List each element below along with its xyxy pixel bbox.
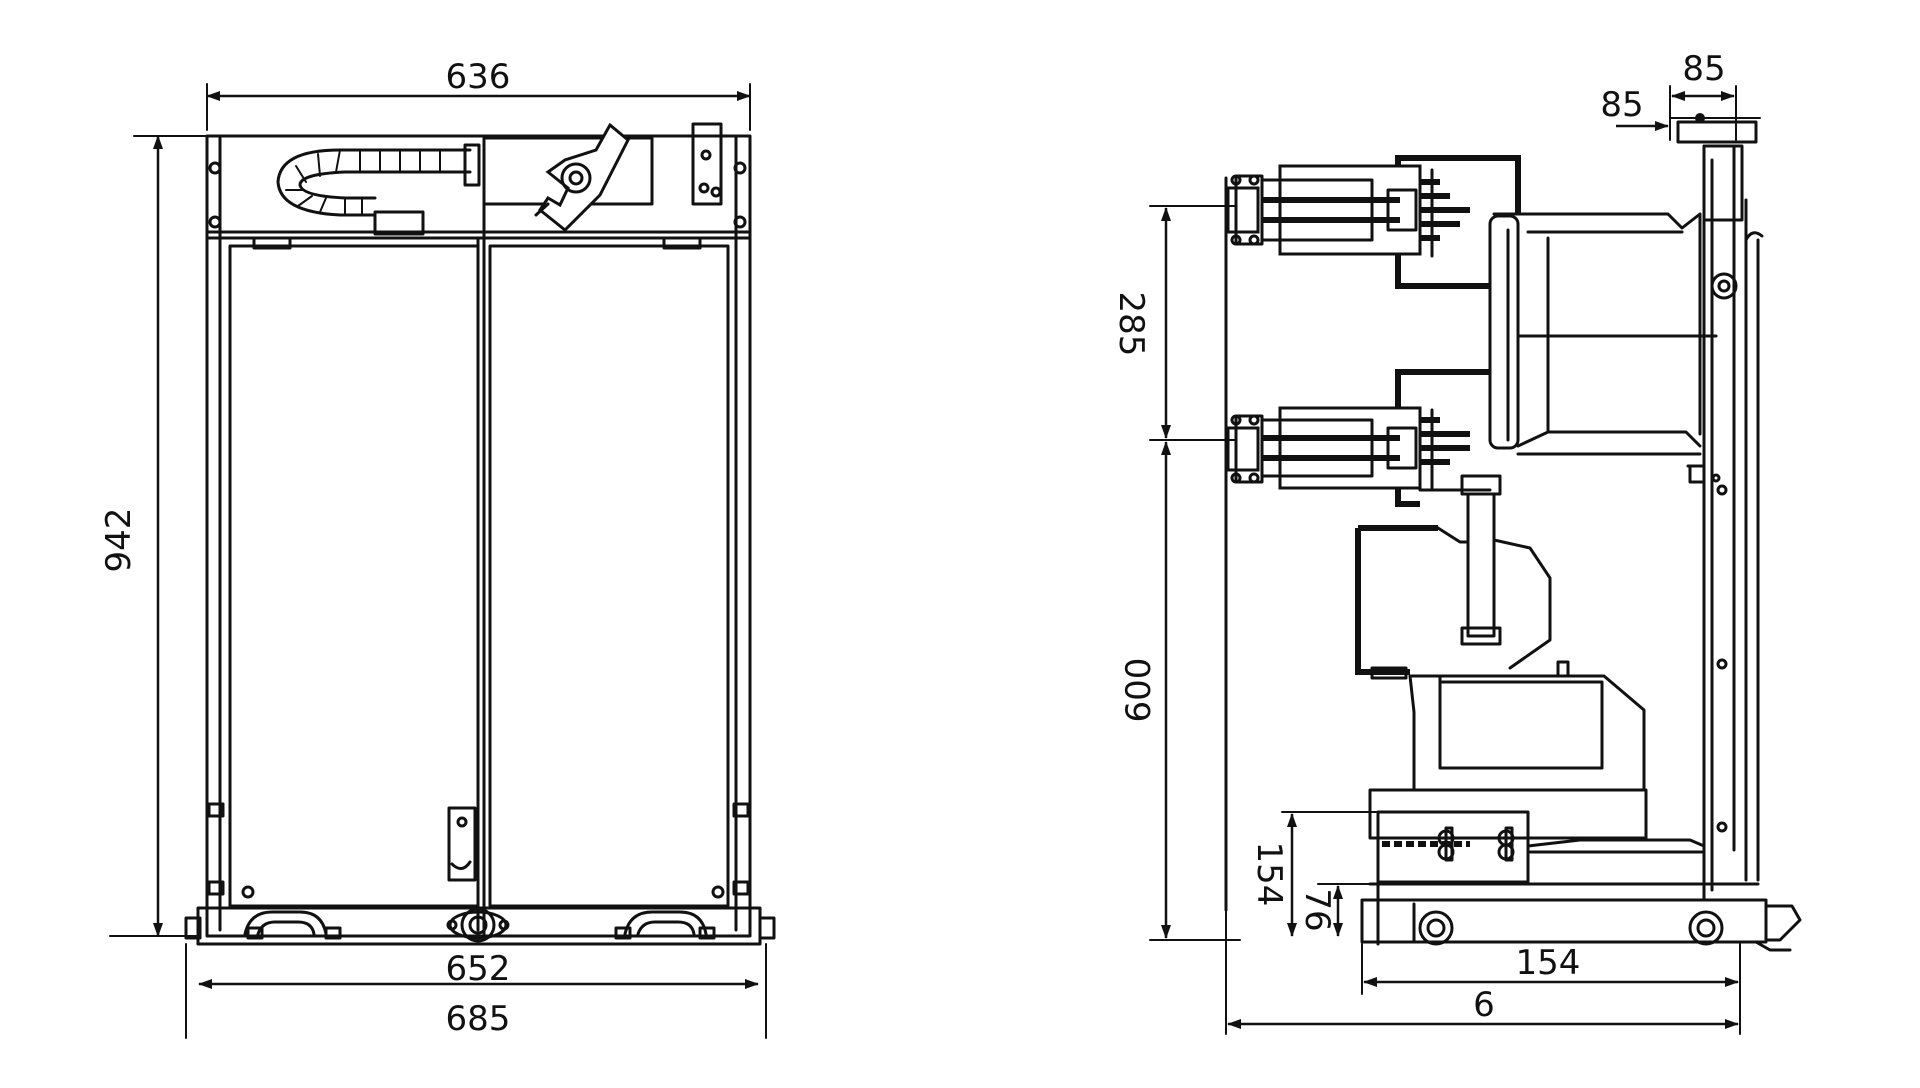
dim-side-top: 85 85 [1600, 49, 1761, 141]
upper-bushing [1226, 155, 1521, 289]
dim-label-285: 285 [1111, 292, 1151, 357]
left-door-panel [228, 244, 480, 908]
right-door-panel [488, 244, 730, 908]
side-base-wheels [1360, 882, 1802, 952]
dim-side-bottom: 154 6 [1225, 909, 1741, 1035]
dim-label-6: 6 [1473, 985, 1495, 1025]
dim-label-652: 652 [446, 949, 511, 989]
operating-mechanism [1355, 474, 1552, 680]
dim-side-left: 285 600 [1111, 205, 1241, 941]
door-latch [447, 806, 477, 882]
interlock-mechanism [482, 122, 654, 233]
dim-label-154-horizontal: 154 [1516, 943, 1581, 983]
dim-front-base: 652 685 [185, 943, 767, 1039]
dim-label-76: 76 [1297, 888, 1337, 931]
dim-label-600: 600 [1119, 658, 1159, 723]
front-base-trolley [184, 906, 776, 946]
dim-label-636: 636 [446, 57, 511, 97]
dim-label-685: 685 [446, 999, 511, 1039]
lower-bushing [1226, 369, 1490, 507]
cable-drag-chain [276, 143, 481, 236]
motor-block [1408, 660, 1646, 792]
pole-housing [1488, 212, 1718, 456]
dim-side-rail: 154 76 [1249, 811, 1379, 937]
front-view: 636 942 652 685 [99, 57, 776, 1039]
dim-label-942: 942 [99, 508, 139, 573]
dim-label-85-top: 85 [1682, 49, 1725, 89]
dim-label-154-vertical: 154 [1249, 842, 1289, 907]
side-view: 85 85 285 600 154 76 1 [1111, 49, 1802, 1035]
carriage [1368, 788, 1760, 902]
dim-front-top-width: 636 [206, 57, 751, 131]
side-rear-frame [1676, 113, 1764, 902]
top-right-bracket [691, 122, 723, 206]
front-outer-frame [205, 134, 752, 938]
dim-label-85-side: 85 [1600, 85, 1643, 125]
dim-front-height: 942 [99, 135, 271, 937]
